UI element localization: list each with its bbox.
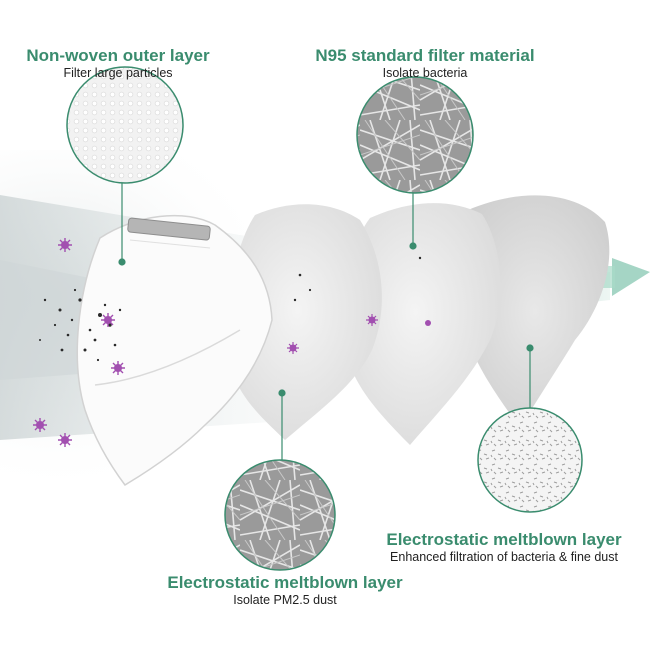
filter-layer-2 <box>228 204 382 440</box>
mask-fold <box>94 329 241 386</box>
callout-subtitle: Filter large particles <box>63 66 173 80</box>
outer-mask-layer <box>76 214 273 486</box>
filter-layer-3 <box>345 203 501 445</box>
callout-meltblown-right: Electrostatic meltblown layer Enhanced f… <box>368 530 640 565</box>
virus-icon <box>58 433 72 447</box>
texture-zoom-n95 <box>356 76 474 194</box>
nose-clip <box>127 217 211 241</box>
callout-n95-layer: N95 standard filter material Isolate bac… <box>300 46 550 81</box>
callout-title: Non-woven outer layer <box>26 46 210 65</box>
virus-icon <box>111 361 125 375</box>
connector-lines <box>118 183 534 460</box>
callout-outer-layer: Non-woven outer layer Filter large parti… <box>18 46 218 81</box>
virus-icon <box>425 320 431 326</box>
callout-subtitle: Isolate PM2.5 dust <box>233 593 337 607</box>
filter-layer-4 <box>460 195 610 428</box>
texture-zoom-meltblown-bottom <box>224 459 336 571</box>
virus-icon <box>58 238 72 252</box>
virus-icon <box>33 418 47 432</box>
callout-subtitle: Isolate bacteria <box>382 66 468 80</box>
dust-particles <box>39 256 422 362</box>
virus-icon <box>101 313 115 327</box>
callout-title: Electrostatic meltblown layer <box>386 530 622 549</box>
texture-zoom-outer <box>66 66 184 184</box>
texture-zoom-meltblown-right <box>477 407 583 513</box>
virus-icons <box>33 238 431 447</box>
callout-meltblown-bottom: Electrostatic meltblown layer Isolate PM… <box>160 573 410 608</box>
callout-title: N95 standard filter material <box>315 46 535 65</box>
virus-icon <box>366 314 378 326</box>
airflow-arrow <box>612 258 650 296</box>
callout-subtitle: Enhanced filtration of bacteria & fine d… <box>390 550 618 564</box>
mask-seam <box>129 239 211 249</box>
virus-icon <box>287 342 299 354</box>
callout-title: Electrostatic meltblown layer <box>167 573 403 592</box>
